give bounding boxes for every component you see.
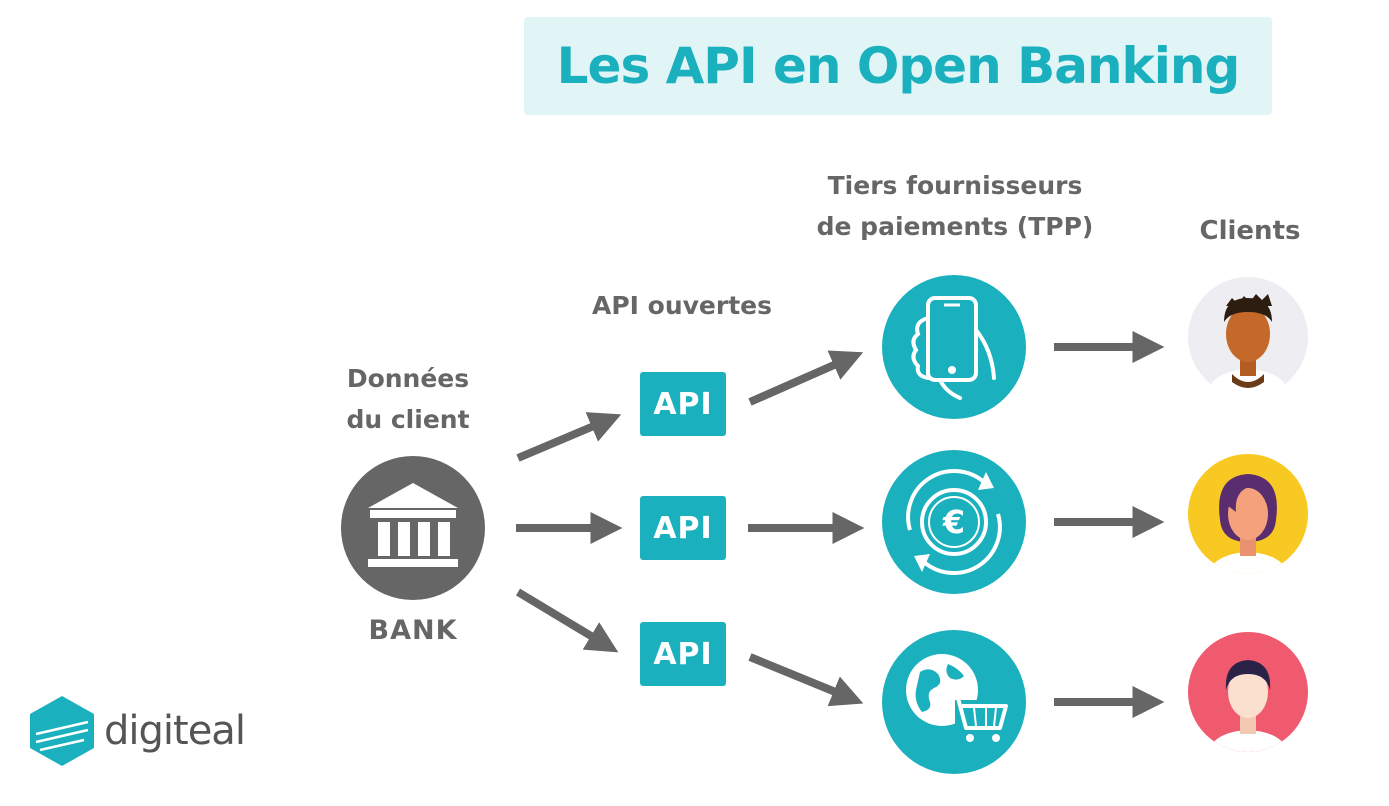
- tpp-label-line2: de paiements (TPP): [816, 212, 1094, 241]
- clients-label: Clients: [1199, 216, 1301, 246]
- bank-icon: [341, 456, 485, 600]
- customer-data-label-line2: du client: [346, 405, 470, 434]
- globe-cart-icon: [882, 630, 1026, 774]
- arrow-bank-to-api-3: [515, 588, 619, 653]
- woman-avatar-icon: [1188, 454, 1308, 574]
- arrow-api-1-to-tpp-1: [748, 350, 864, 406]
- title-banner: Les API en Open Banking: [524, 17, 1272, 115]
- page-title: Les API en Open Banking: [556, 37, 1241, 95]
- svg-text:€: €: [942, 503, 965, 541]
- tpp-label: Tiers fournisseurs de paiements (TPP): [770, 165, 1140, 247]
- arrow-bank-to-api-1: [516, 412, 622, 462]
- digiteal-logo: digiteal: [28, 694, 246, 768]
- person-avatar-icon: [1188, 632, 1308, 752]
- api-box-1: API: [640, 372, 726, 436]
- digiteal-logo-icon: [30, 696, 94, 766]
- euro-exchange-icon: €: [882, 450, 1026, 594]
- digiteal-logo-text: digiteal: [104, 708, 246, 754]
- api-box-3: API: [640, 622, 726, 686]
- open-api-label: API ouvertes: [591, 291, 773, 320]
- arrow-api-3-to-tpp-3: [748, 653, 864, 707]
- man-avatar-icon: [1188, 277, 1308, 397]
- smartphone-hand-icon: [882, 275, 1026, 419]
- api-box-2: API: [640, 496, 726, 560]
- bank-label: BANK: [368, 615, 458, 646]
- tpp-label-line1: Tiers fournisseurs: [827, 171, 1083, 200]
- customer-data-label: Données du client: [308, 358, 508, 440]
- customer-data-label-line1: Données: [346, 364, 470, 393]
